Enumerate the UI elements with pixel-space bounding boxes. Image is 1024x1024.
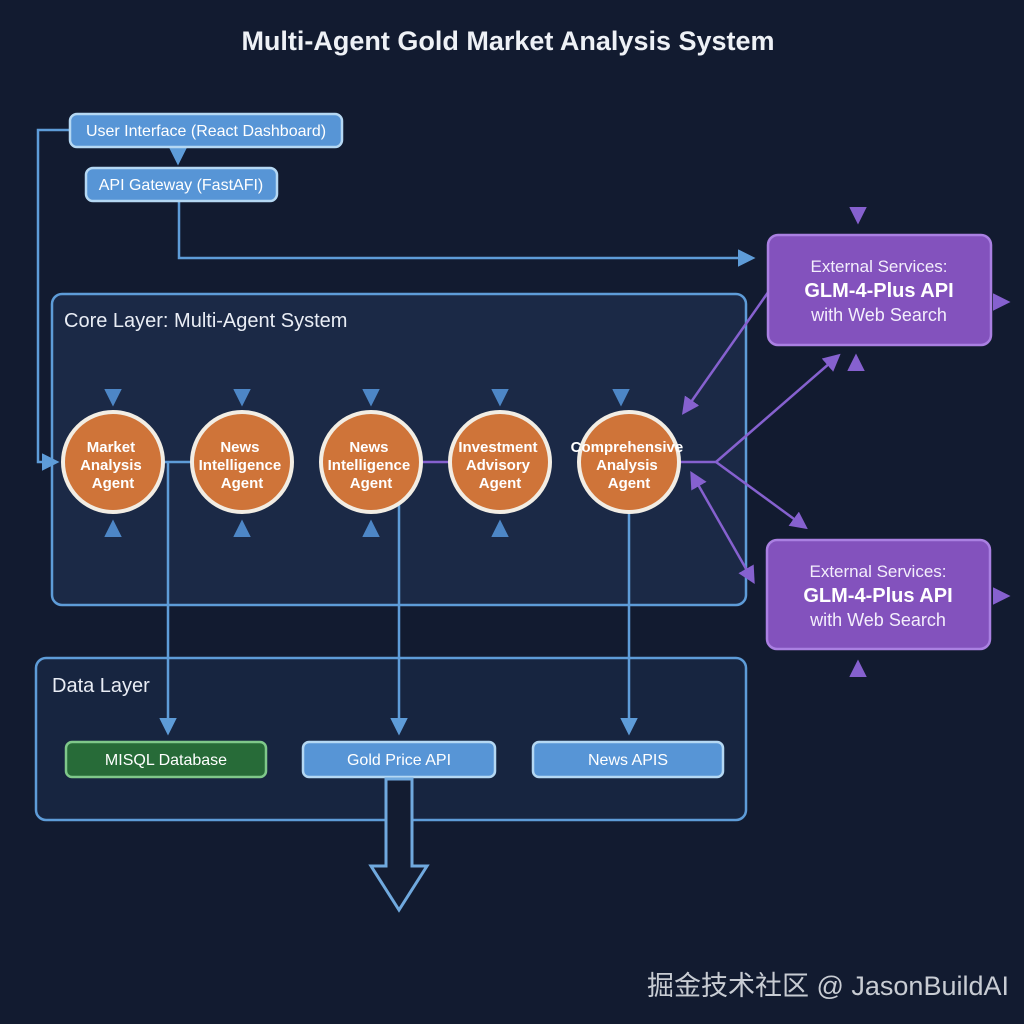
agent-label: Investment Advisory Agent [458, 439, 541, 492]
user-interface-label: User Interface (React Dashboard) [86, 123, 326, 140]
node-user-interface: User Interface (React Dashboard) [68, 112, 344, 149]
node-news-apis: News APIS [531, 740, 725, 779]
agent-comprehensive-analysis: Comprehensive Analysis Agent [571, 410, 688, 514]
api-gateway-label: API Gateway (FastAFI) [99, 177, 263, 194]
agent-label: News Intelligence Agent [328, 439, 415, 492]
connector-gateway-to-external-services [177, 201, 756, 267]
node-gold-price-api: Gold Price API [301, 740, 497, 779]
connector-ui-to-market-agent [36, 128, 70, 471]
agent-label: Comprehensive Analysis Agent [571, 439, 688, 492]
arrow-agent5-to-es-top [715, 353, 841, 463]
external-services-bottom-line3: with Web Search [809, 610, 946, 630]
agent-label: News Intelligence Agent [199, 439, 286, 492]
node-mysql-database: MISQL Database [64, 740, 268, 779]
watermark: 掘金技术社区 @ JasonBuildAI [647, 971, 1009, 1001]
news-apis-box [531, 740, 725, 779]
agent-circle [448, 410, 552, 514]
external-services-bottom-box [765, 538, 992, 651]
arrow-es-top-to-agent5 [681, 290, 771, 415]
user-interface-box [68, 112, 344, 149]
node-api-gateway: API Gateway (FastAFI) [84, 166, 279, 203]
output-arrow [368, 777, 430, 913]
external-services-top-line1: External Services: [811, 257, 948, 276]
gold-price-api-label: Gold Price API [347, 752, 451, 769]
page-title: Multi-Agent Gold Market Analysis System [241, 26, 774, 56]
agent-circle [190, 410, 294, 514]
gold-price-api-box [301, 740, 497, 779]
api-gateway-box [84, 166, 279, 203]
node-external-services-top: External Services: GLM-4-Plus API with W… [766, 233, 993, 347]
node-external-services-bottom: External Services: GLM-4-Plus API with W… [765, 538, 992, 651]
external-services-bottom-line2: GLM-4-Plus API [803, 585, 952, 607]
agent-circle [319, 410, 423, 514]
agent-news-intelligence-2: News Intelligence Agent [319, 410, 423, 514]
mysql-label: MISQL Database [105, 752, 227, 769]
external-services-top-line3: with Web Search [810, 305, 947, 325]
agent-market-analysis: Market Analysis Agent [61, 410, 165, 514]
core-layer-label: Core Layer: Multi-Agent System [64, 310, 347, 332]
external-services-bottom-line1: External Services: [810, 562, 947, 581]
arrow-es-bottom-agent5-bidirectional [690, 470, 755, 585]
agent-circle [577, 410, 681, 514]
mysql-box [64, 740, 268, 779]
agent-investment-advisory: Investment Advisory Agent [448, 410, 552, 514]
news-apis-label: News APIS [588, 752, 668, 769]
external-services-top-line2: GLM-4-Plus API [804, 280, 953, 302]
external-services-top-box [766, 233, 993, 347]
agent-label: Market Analysis Agent [80, 439, 146, 492]
agent-circle [61, 410, 165, 514]
agent-news-intelligence-1: News Intelligence Agent [190, 410, 294, 514]
data-layer-label: Data Layer [52, 675, 150, 697]
